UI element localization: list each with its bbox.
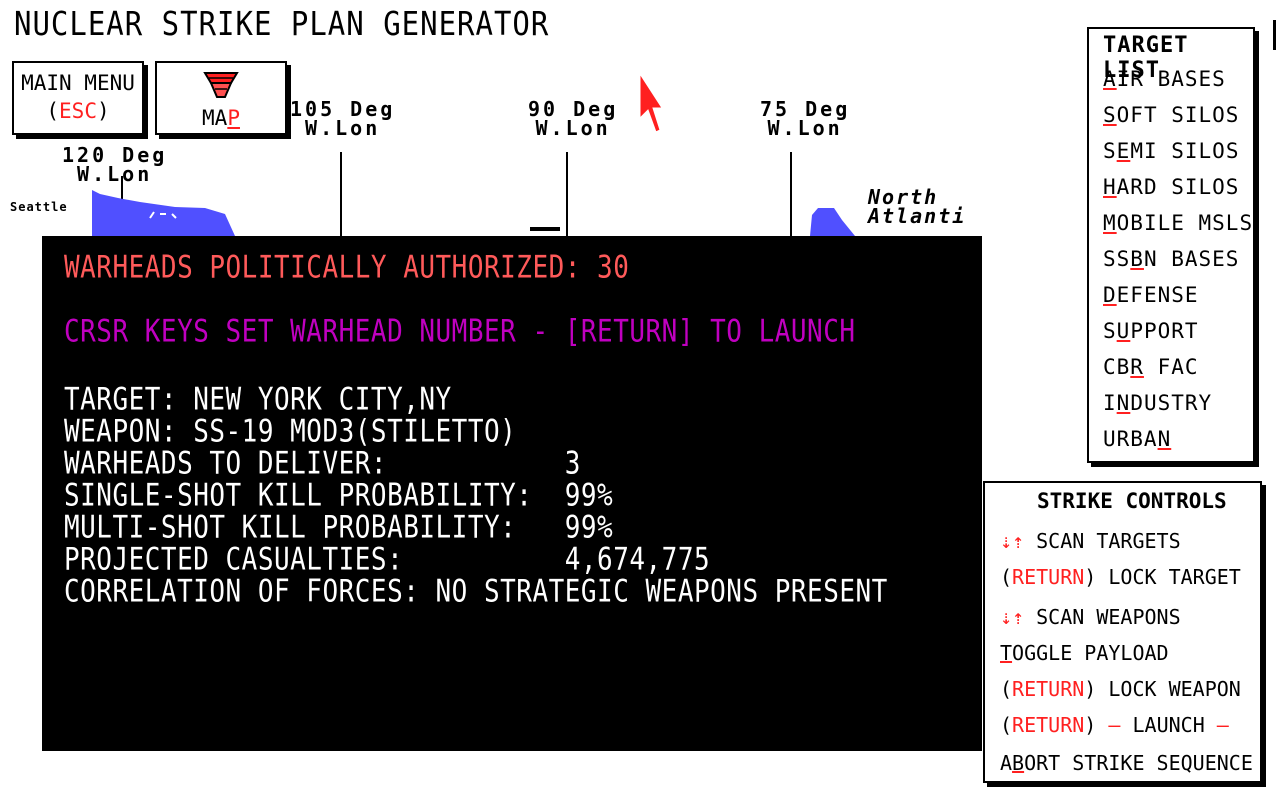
main-menu-button[interactable]: MAIN MENU (ESC) (12, 61, 144, 135)
land-east (810, 208, 855, 236)
target-category-item[interactable]: INDUSTRY (1103, 391, 1213, 415)
instruction-text: CRSR KEYS SET WARHEAD NUMBER - [RETURN] … (64, 314, 856, 350)
strike-controls-panel: STRIKE CONTROLS ⇣⇡ SCAN TARGETS (RETURN)… (983, 481, 1262, 783)
authorized-warheads: WARHEADS POLITICALLY AUTHORIZED: 30 (64, 250, 630, 286)
edge-bar (1273, 20, 1276, 50)
target-category-item[interactable]: CBR FAC (1103, 355, 1199, 379)
main-menu-label: MAIN MENU (21, 71, 135, 95)
target-list-heading: TARGET LIST (1103, 33, 1189, 83)
map-button[interactable]: MAP (155, 61, 287, 135)
mskp-row: MULTI-SHOT KILL PROBABILITY: 99% (64, 510, 614, 546)
target-category-item[interactable]: URBAN (1103, 427, 1172, 451)
strike-controls-heading: STRIKE CONTROLS (1037, 489, 1227, 513)
lake-mark (530, 227, 560, 231)
warhead-dialog: WARHEADS POLITICALLY AUTHORIZED: 30 CRSR… (42, 236, 982, 751)
scan-weapons-control[interactable]: ⇣⇡ SCAN WEAPONS (1000, 605, 1181, 629)
target-list-panel: TARGET LIST AIR BASES SOFT SILOS SEMI SILO… (1087, 27, 1255, 463)
warheads-row[interactable]: WARHEADS TO DELIVER: 3 (64, 446, 581, 482)
app-title: NUCLEAR STRIKE PLAN GENERATOR (14, 4, 550, 44)
esc-key-label: (ESC) (46, 99, 110, 123)
target-category-item[interactable]: SEMI SILOS (1103, 139, 1240, 163)
map-view[interactable] (0, 90, 1000, 250)
coast-detail (149, 211, 177, 219)
toggle-payload-control[interactable]: TOGGLE PAYLOAD (1000, 641, 1169, 665)
arrow-down-up-icon: ⇣⇡ (1000, 605, 1025, 629)
target-row: TARGET: NEW YORK CITY,NY (64, 382, 452, 418)
sskp-row: SINGLE-SHOT KILL PROBABILITY: 99% (64, 478, 614, 514)
weapon-row: WEAPON: SS-19 MOD3(STILETTO) (64, 414, 517, 450)
pointer-cursor-icon (639, 72, 663, 133)
scan-targets-control[interactable]: ⇣⇡ SCAN TARGETS (1000, 529, 1181, 553)
lock-weapon-control[interactable]: (RETURN) LOCK WEAPON (1000, 677, 1241, 701)
target-category-item[interactable]: HARD SILOS (1103, 175, 1240, 199)
globe-icon (203, 72, 239, 98)
casualties-row: PROJECTED CASUALTIES: 4,674,775 (64, 542, 711, 578)
target-category-item[interactable]: AIR BASES (1103, 67, 1226, 91)
abort-strike-control[interactable]: ABORT STRIKE SEQUENCE (1000, 751, 1253, 775)
city-label: Seattle (10, 200, 68, 214)
target-category-item[interactable]: MOBILE MSLS (1103, 211, 1254, 235)
arrow-down-up-icon: ⇣⇡ (1000, 529, 1025, 553)
target-category-item[interactable]: SOFT SILOS (1103, 103, 1240, 127)
target-category-item[interactable]: SSBN BASES (1103, 247, 1240, 271)
target-category-item[interactable]: SUPPORT (1103, 319, 1199, 343)
lock-target-control[interactable]: (RETURN) LOCK TARGET (1000, 565, 1241, 589)
map-label: MAP (202, 106, 240, 130)
launch-control[interactable]: (RETURN) — LAUNCH — (1000, 713, 1229, 737)
target-category-item[interactable]: DEFENSE (1103, 283, 1199, 307)
correlation-row: CORRELATION OF FORCES: NO STRATEGIC WEAP… (64, 574, 888, 610)
